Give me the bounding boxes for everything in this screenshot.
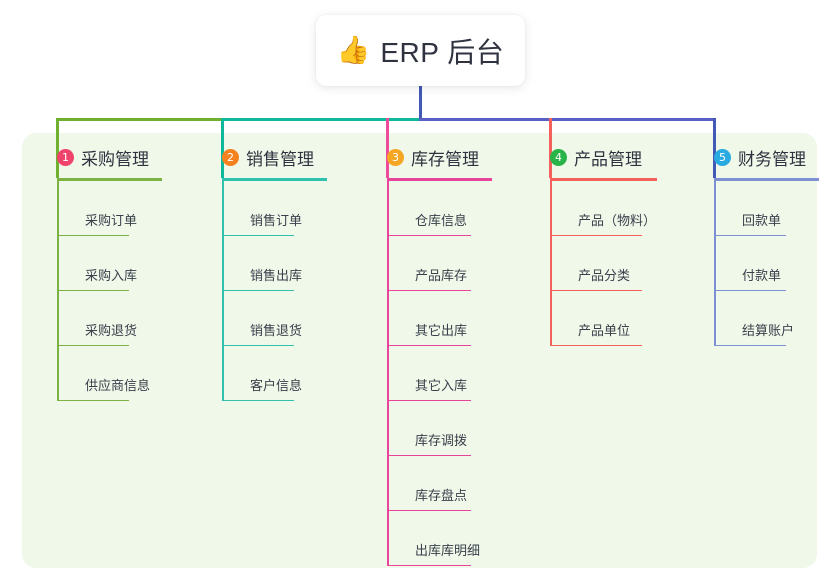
submodule-label: 产品库存 bbox=[415, 268, 468, 283]
submodule-label: 库存盘点 bbox=[415, 488, 468, 503]
submodule-rule bbox=[222, 234, 294, 236]
module-header-5[interactable]: 5 财务管理 bbox=[697, 144, 806, 170]
module-header-label: 销售管理 bbox=[246, 149, 314, 169]
submodule-rule bbox=[57, 234, 129, 236]
module-header-rule bbox=[57, 178, 162, 181]
submodule-label: 仓库信息 bbox=[415, 213, 468, 228]
module-badge-3: 3 bbox=[387, 148, 404, 166]
submodule-label: 回款单 bbox=[742, 213, 782, 228]
submodule-label: 销售退货 bbox=[250, 323, 303, 338]
bus-segment-teal bbox=[221, 118, 420, 121]
module-header-rule bbox=[222, 178, 327, 181]
submodule-rule bbox=[387, 454, 471, 456]
branch-drop-3 bbox=[386, 118, 389, 178]
module-header-rule bbox=[550, 178, 657, 181]
submodule-label: 出库库明细 bbox=[415, 543, 481, 558]
submodule-spine bbox=[714, 181, 716, 346]
module-header-rule bbox=[387, 178, 492, 181]
submodule-spine bbox=[222, 181, 224, 401]
submodule-label: 产品分类 bbox=[578, 268, 631, 283]
module-header-rule bbox=[714, 178, 819, 181]
submodule-rule bbox=[387, 509, 471, 511]
submodule-rule bbox=[222, 399, 294, 401]
submodule-rule bbox=[387, 344, 471, 346]
submodule-label: 采购订单 bbox=[85, 213, 138, 228]
submodule-label: 销售出库 bbox=[250, 268, 303, 283]
module-header-label: 采购管理 bbox=[81, 149, 149, 169]
branch-drop-2 bbox=[221, 118, 224, 178]
module-badge-1: 1 bbox=[57, 148, 74, 166]
module-badge-2: 2 bbox=[222, 148, 239, 166]
submodule-rule bbox=[387, 289, 471, 291]
branch-drop-4 bbox=[549, 118, 552, 178]
module-badge-5: 5 bbox=[714, 148, 731, 166]
branch-drop-5 bbox=[713, 118, 716, 178]
submodule-label: 产品单位 bbox=[578, 323, 631, 338]
submodule-label: 付款单 bbox=[742, 268, 782, 283]
submodule-rule bbox=[57, 344, 129, 346]
submodule-rule bbox=[57, 289, 129, 291]
submodule-rule bbox=[550, 234, 642, 236]
module-header-1[interactable]: 1 采购管理 bbox=[40, 144, 149, 170]
module-header-label: 库存管理 bbox=[411, 149, 479, 169]
submodule-label: 采购入库 bbox=[85, 268, 138, 283]
submodule-rule bbox=[714, 234, 786, 236]
submodule-rule bbox=[222, 289, 294, 291]
root-node-content: 👍 ERP 后台 bbox=[337, 31, 504, 71]
module-column-1: 1 采购管理采购订单采购入库采购退货供应商信息 bbox=[40, 144, 162, 401]
bus-segment-indigo bbox=[419, 118, 716, 121]
module-header-label: 产品管理 bbox=[574, 149, 642, 169]
page-title: ERP 后台 bbox=[380, 36, 505, 68]
submodule-rule bbox=[387, 564, 471, 566]
submodule-spine bbox=[57, 181, 59, 401]
module-badge-4: 4 bbox=[550, 148, 567, 166]
module-column-3: 3 库存管理仓库信息产品库存其它出库其它入库库存调拨库存盘点出库库明细 bbox=[370, 144, 492, 566]
thumbs-up-icon: 👍 bbox=[336, 35, 371, 65]
submodule-rule bbox=[222, 344, 294, 346]
module-header-2[interactable]: 2 销售管理 bbox=[205, 144, 314, 170]
submodule-spine bbox=[387, 181, 389, 566]
submodule-rule bbox=[387, 234, 471, 236]
trunk-line bbox=[419, 86, 422, 121]
submodule-label: 客户信息 bbox=[250, 378, 303, 393]
submodule-label: 结算账户 bbox=[742, 323, 795, 338]
submodule-label: 销售订单 bbox=[250, 213, 303, 228]
submodule-rule bbox=[714, 344, 786, 346]
submodule-rule bbox=[550, 289, 642, 291]
module-column-5: 5 财务管理回款单付款单结算账户 bbox=[697, 144, 819, 346]
submodule-spine bbox=[550, 181, 552, 346]
submodule-rule bbox=[550, 344, 642, 346]
submodule-rule bbox=[387, 399, 471, 401]
submodule-label: 其它入库 bbox=[415, 378, 468, 393]
bus-segment-green bbox=[56, 118, 222, 121]
submodule-label: 其它出库 bbox=[415, 323, 468, 338]
submodule-label: 供应商信息 bbox=[85, 378, 151, 393]
submodule-label: 采购退货 bbox=[85, 323, 138, 338]
module-header-label: 财务管理 bbox=[738, 149, 806, 169]
branch-drop-1 bbox=[56, 118, 59, 178]
module-header-4[interactable]: 4 产品管理 bbox=[533, 144, 642, 170]
submodule-label: 库存调拨 bbox=[415, 433, 468, 448]
module-header-3[interactable]: 3 库存管理 bbox=[370, 144, 479, 170]
modules-panel bbox=[22, 133, 817, 568]
submodule-rule bbox=[57, 399, 129, 401]
module-column-2: 2 销售管理销售订单销售出库销售退货客户信息 bbox=[205, 144, 327, 401]
submodule-rule bbox=[714, 289, 786, 291]
submodule-label: 产品（物料） bbox=[578, 213, 657, 228]
module-column-4: 4 产品管理产品（物料） 产品分类产品单位 bbox=[533, 144, 657, 346]
root-node-erp-backend[interactable]: 👍 ERP 后台 bbox=[316, 15, 525, 86]
